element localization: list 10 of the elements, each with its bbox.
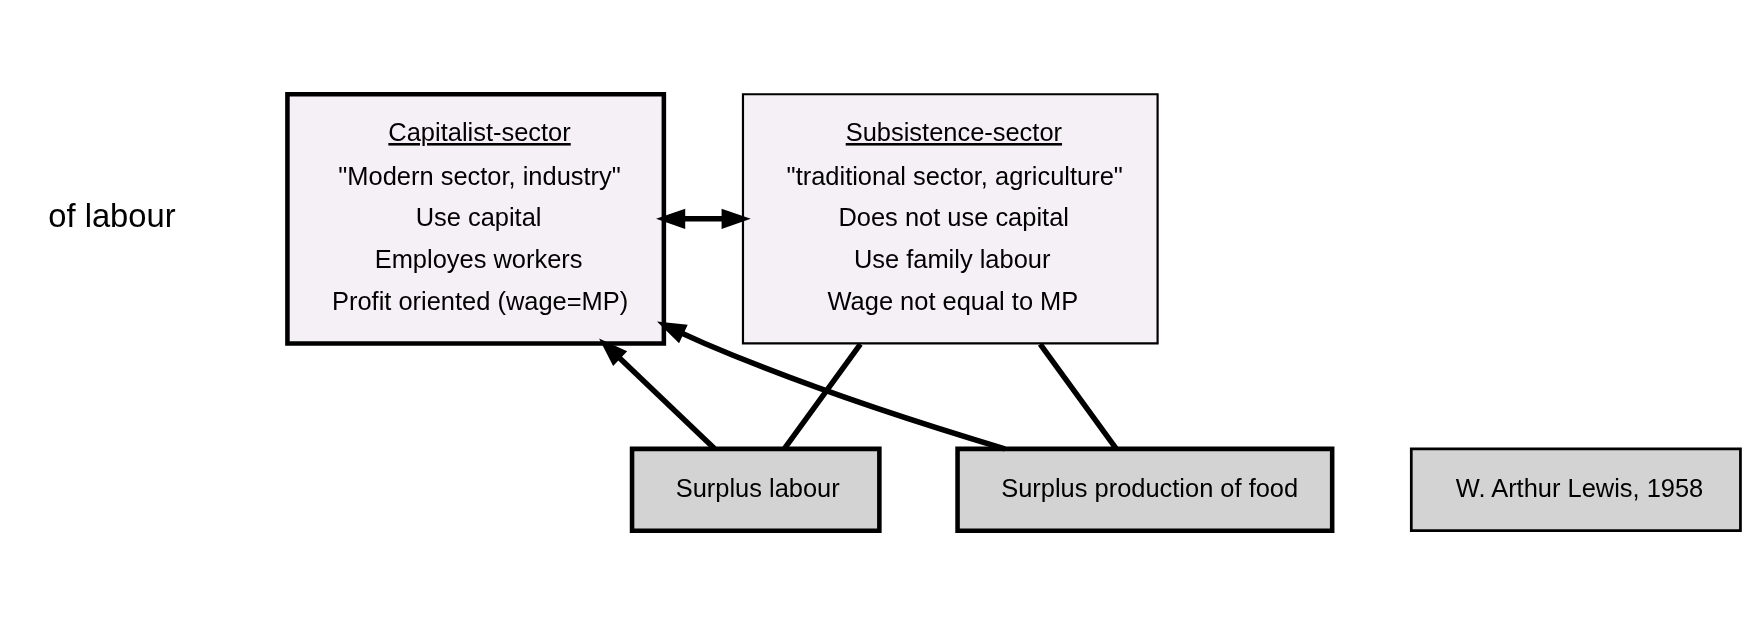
- connector: [782, 342, 863, 450]
- node-box: Surplus production of food: [955, 446, 1335, 533]
- arrow: [656, 321, 1006, 451]
- node-box: Subsistence-sector "traditional sector, agriculture" Does not use capital Use family labour Wage not equal to MP: [741, 92, 1159, 344]
- connector: [1037, 342, 1119, 450]
- node-box: W. Arthur Lewis, 1958: [1409, 447, 1742, 532]
- label: of labour: [48, 196, 176, 234]
- arrow: [656, 208, 751, 229]
- node-box: Capitalist-sector "Modern sector, industry" Use capital Employes workers Profit oriented (wage=MP): [285, 91, 667, 346]
- node-box: Surplus labour: [629, 446, 882, 533]
